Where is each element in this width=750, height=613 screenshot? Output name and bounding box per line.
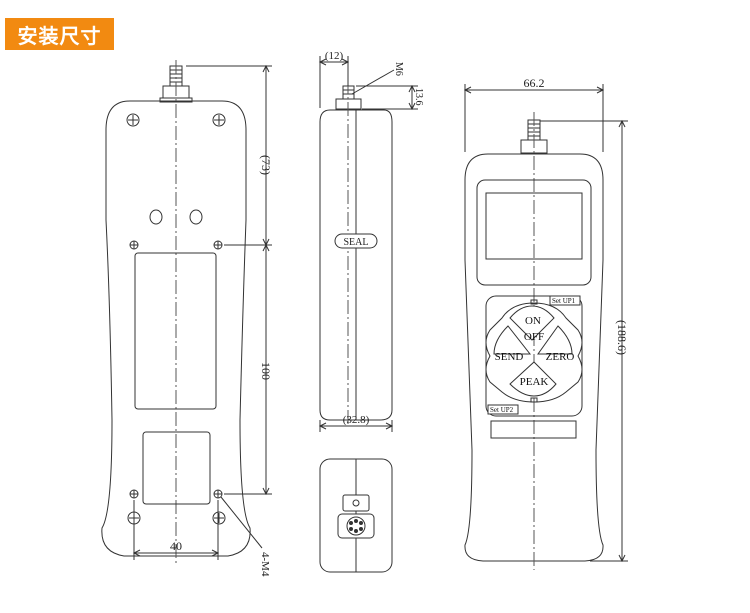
side-body-outline bbox=[319, 109, 393, 421]
peak-label: PEAK bbox=[520, 376, 549, 388]
dim-front-upper: (73) bbox=[259, 155, 273, 175]
peak-button[interactable] bbox=[509, 361, 557, 397]
on-off-button[interactable] bbox=[509, 305, 555, 341]
bottom-right-screw-icon bbox=[212, 511, 226, 525]
mount-hole-lower-right-icon bbox=[213, 489, 223, 499]
set-up2-label: Set UP2 bbox=[490, 406, 514, 414]
dim-total-length: (188.6) bbox=[615, 320, 629, 355]
back-body-outline bbox=[101, 100, 251, 557]
dim-front-lower: 100 bbox=[259, 362, 273, 380]
hole-right-icon bbox=[189, 209, 203, 225]
set-up2-tag bbox=[487, 404, 519, 415]
send-label: SEND bbox=[495, 351, 524, 363]
set-up1-tag bbox=[549, 295, 581, 306]
dim-thread: M6 bbox=[393, 62, 404, 76]
zero-button[interactable] bbox=[537, 325, 573, 355]
connector-port-icon bbox=[337, 513, 375, 539]
top-right-screw-icon bbox=[212, 113, 226, 127]
display-bezel bbox=[476, 179, 592, 286]
set-up1-label: Set UP1 bbox=[552, 297, 576, 305]
dim-thread-length: 13.6 bbox=[413, 88, 424, 106]
dim-hole-spacing: 40 bbox=[170, 539, 182, 553]
front-body-outline bbox=[464, 153, 604, 562]
back-label-area bbox=[134, 252, 217, 410]
top-left-screw-icon bbox=[126, 113, 140, 127]
seal-label: SEAL bbox=[344, 237, 369, 248]
side-view: SEAL (12) M6 13.6 (3 bbox=[318, 50, 424, 573]
thread-leader bbox=[351, 69, 395, 95]
battery-cover bbox=[142, 431, 211, 505]
hole-left-icon bbox=[149, 209, 163, 225]
section-title: 安装尺寸 bbox=[17, 23, 102, 48]
dim-mount-holes: 4-M4 bbox=[259, 552, 271, 577]
thread-length-dimension bbox=[356, 84, 418, 111]
total-length-dimension bbox=[540, 119, 628, 563]
keypad-panel bbox=[485, 295, 583, 417]
off-label: OFF bbox=[524, 331, 544, 343]
send-button[interactable] bbox=[493, 325, 532, 355]
usb-port-icon bbox=[342, 494, 370, 512]
back-view: (73) 100 40 4-M4 bbox=[101, 60, 273, 577]
front-vertical-dimension bbox=[186, 64, 272, 496]
mount-hole-leader bbox=[220, 496, 263, 549]
width-dimension bbox=[463, 84, 605, 152]
mount-hole-lower-left-icon bbox=[129, 489, 139, 499]
hole-spacing-dimension bbox=[132, 500, 220, 560]
side-offset-dimension bbox=[318, 56, 350, 108]
dim-side-thickness: (32.8) bbox=[343, 414, 370, 426]
mount-hole-upper-left-icon bbox=[129, 240, 139, 250]
mount-hole-upper-right-icon bbox=[213, 240, 223, 250]
name-plate bbox=[490, 420, 577, 439]
display-screen bbox=[485, 192, 583, 260]
title-badge: 安装尺寸 bbox=[5, 18, 114, 50]
seal-oval bbox=[334, 233, 378, 249]
front-view: ON OFF SEND ZERO PEAK Set UP1 Set UP2 66… bbox=[463, 76, 629, 570]
side-thickness-dimension bbox=[318, 420, 394, 432]
dim-width: 66.2 bbox=[524, 76, 545, 90]
dim-side-offset: (12) bbox=[325, 50, 344, 62]
zero-label: ZERO bbox=[546, 351, 575, 363]
on-label: ON bbox=[525, 315, 541, 327]
